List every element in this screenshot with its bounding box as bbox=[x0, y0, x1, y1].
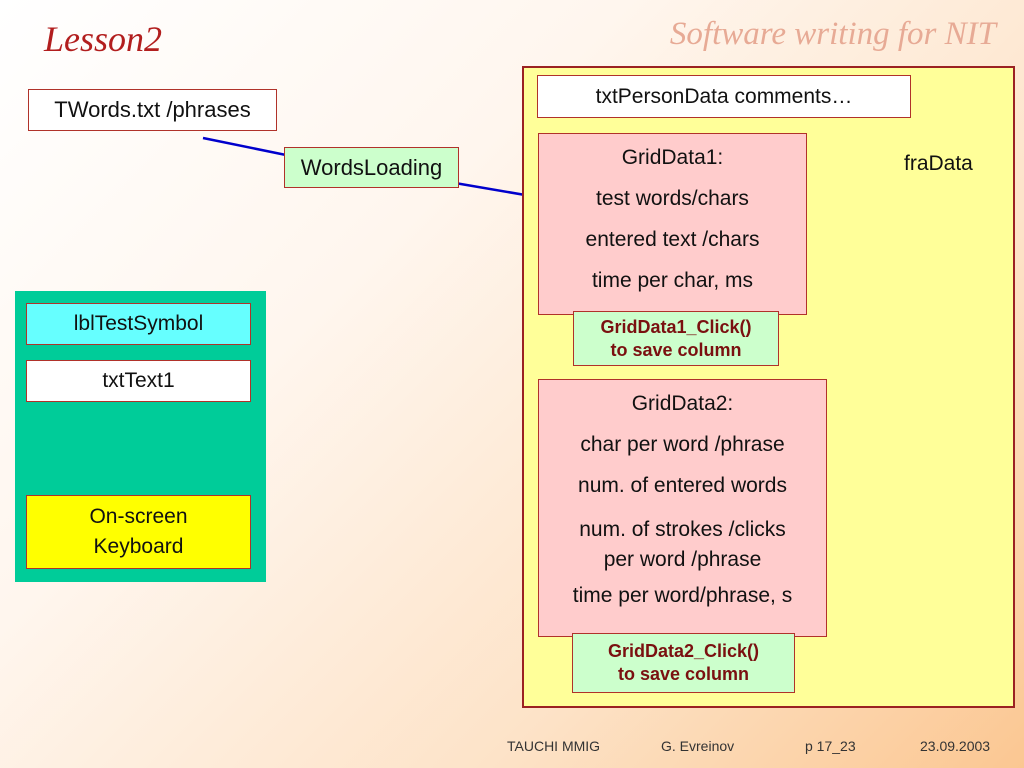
grid2-row: num. of entered words bbox=[578, 474, 787, 497]
text-input-box: txtText1 bbox=[26, 360, 251, 402]
label-test-symbol: lblTestSymbol bbox=[26, 303, 251, 345]
grid2-click-note: to save column bbox=[617, 664, 750, 684]
footer-org: TAUCHI MMIG bbox=[507, 738, 601, 754]
grid2-row: char per word /phrase bbox=[580, 433, 785, 456]
arrow-file-to-loading bbox=[202, 136, 287, 157]
grid2-multiline-1: num. of strokes /clicks bbox=[579, 518, 786, 541]
frame-label: fraData bbox=[904, 152, 973, 175]
footer-author: G. Evreinov bbox=[661, 738, 735, 754]
grid1-row: time per char, ms bbox=[591, 269, 754, 292]
grid1-row: test words/chars bbox=[596, 187, 749, 210]
grid1-click-box: GridData1_Click() to save column bbox=[573, 311, 779, 366]
grid1-click-title: GridData1_Click() bbox=[600, 316, 752, 337]
words-file-box: TWords.txt /phrases bbox=[28, 89, 277, 131]
keyboard-line-2: Keyboard bbox=[93, 535, 184, 558]
grid1-row: entered text /chars bbox=[585, 228, 760, 251]
keyboard-line-1: On-screen bbox=[89, 505, 188, 528]
grid2-multiline-2: per word /phrase bbox=[603, 548, 762, 571]
slide-subtitle: Software writing for NIT bbox=[669, 16, 996, 52]
grid2-title: GridData2: bbox=[631, 392, 734, 415]
grid-data-2: GridData2: char per word /phrase num. of… bbox=[538, 379, 827, 637]
footer-page: p 17_23 bbox=[805, 738, 856, 754]
grid1-click-note: to save column bbox=[610, 339, 742, 360]
footer-date: 23.09.2003 bbox=[920, 738, 991, 754]
words-loading-box: WordsLoading bbox=[284, 147, 459, 188]
grid2-row: time per word/phrase, s bbox=[572, 584, 793, 607]
onscreen-keyboard-box: On-screen Keyboard bbox=[26, 495, 251, 569]
grid2-click-title: GridData2_Click() bbox=[607, 641, 760, 661]
grid-data-1: GridData1: test words/chars entered text… bbox=[538, 133, 807, 315]
person-data-box: txtPersonData comments… bbox=[537, 75, 911, 118]
slide-title: Lesson2 bbox=[44, 19, 163, 59]
grid1-title: GridData1: bbox=[621, 146, 724, 169]
grid2-click-box: GridData2_Click() to save column bbox=[572, 633, 795, 693]
grid2-multiline-row: num. of strokes /clicks per word /phrase bbox=[579, 515, 786, 575]
